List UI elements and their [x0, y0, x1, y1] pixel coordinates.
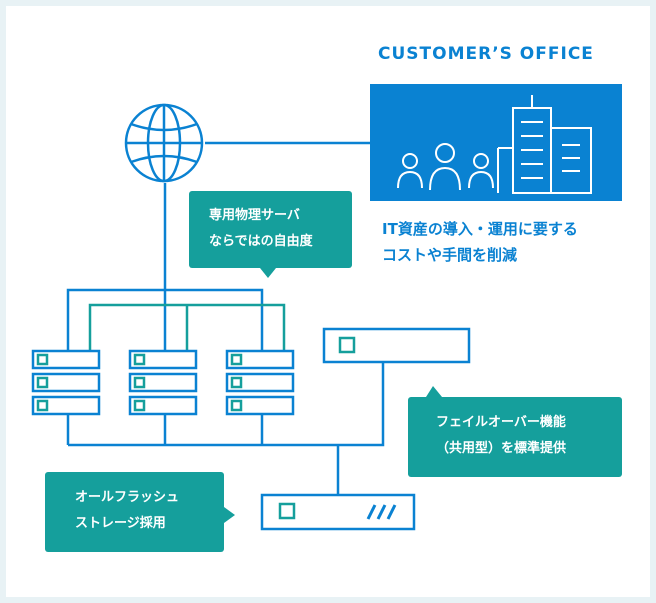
customer-office-description: IT資産の導入・運用に要する コストや手間を削減 [382, 216, 578, 268]
callout-all-flash-storage: オールフラッシュ ストレージ採用 [45, 472, 224, 552]
callout-dedicated-line-2: ならではの自由度 [209, 234, 313, 249]
office-desc-line-2: コストや手間を削減 [382, 246, 518, 264]
callout-dedicated-line-1: 専用物理サーバ [209, 208, 300, 223]
network-lines [66, 141, 385, 495]
office-building-icon [497, 95, 592, 194]
server-rack-icon [128, 349, 198, 416]
server-rack-icon [31, 349, 101, 416]
callout-flash-line-1: オールフラッシュ [75, 490, 180, 505]
callout-dedicated-server: 専用物理サーバ ならではの自由度 [189, 191, 352, 268]
people-icon [397, 143, 494, 191]
customer-office-title: CUSTOMER’S OFFICE [378, 44, 594, 64]
interconnect-lines [88, 303, 286, 355]
callout-failover-line-2: （共用型）を標準提供 [436, 441, 567, 456]
callout-failover-line-1: フェイルオーバー機能 [436, 415, 566, 430]
office-desc-line-1: IT資産の導入・運用に要する [382, 220, 578, 238]
storage-array-icon [260, 493, 416, 531]
callout-pointers [224, 268, 442, 523]
callout-flash-line-2: ストレージ採用 [75, 516, 166, 531]
globe-icon [124, 103, 204, 183]
dedicated-servers [31, 349, 295, 416]
failover-server [322, 327, 471, 364]
callout-failover: フェイルオーバー機能 （共用型）を標準提供 [408, 397, 622, 477]
server-rack-icon [225, 349, 295, 416]
customer-office-box [370, 84, 622, 201]
